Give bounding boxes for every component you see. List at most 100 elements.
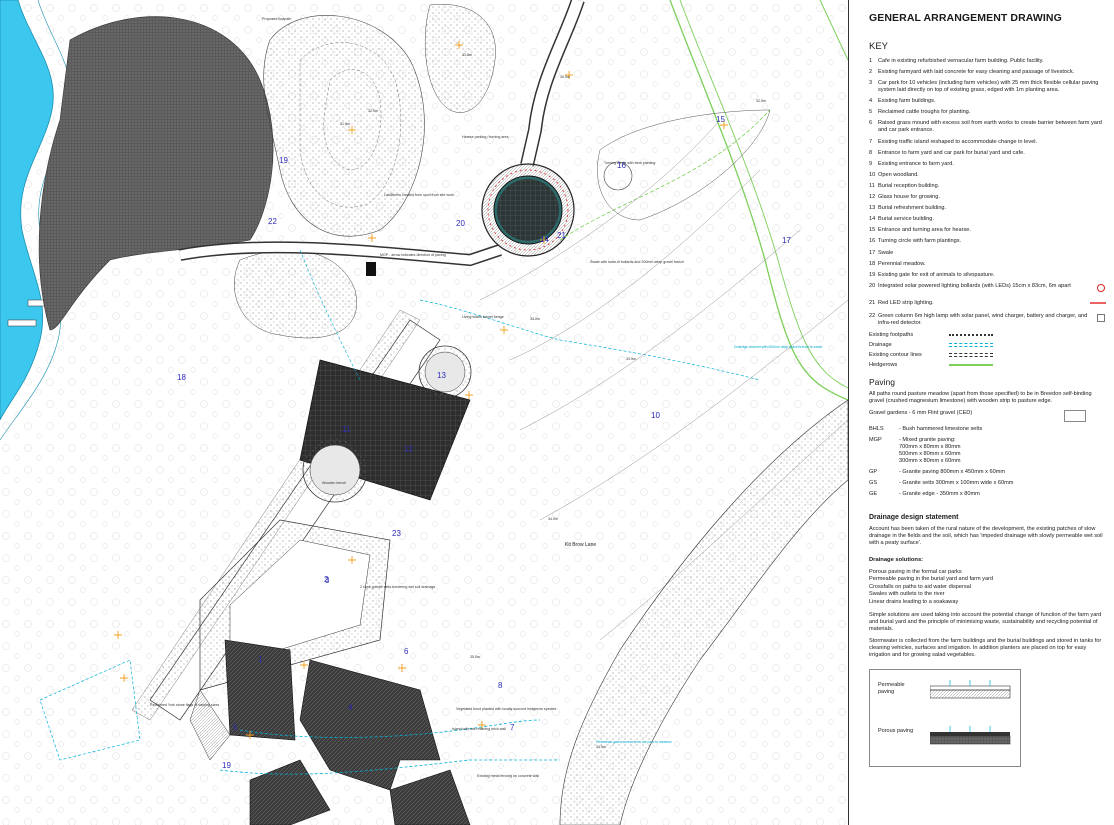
key-text: Entrance to farm yard and car park for b… (878, 149, 1025, 156)
contour-mound-north (263, 15, 425, 237)
key-text: Raised grass mound with excess soil from… (878, 120, 1102, 134)
contour (539, 299, 848, 521)
area-number-4: 4 (348, 703, 353, 712)
key-number: 6 (869, 120, 873, 127)
note-mgp-note: MGP - arrow indicates direction of pavin… (380, 253, 446, 257)
area-number-16: 16 (617, 161, 626, 170)
level-label: 33.0m (530, 317, 540, 321)
area-number-2: 2 (324, 575, 329, 584)
drainage-west (299, 249, 361, 381)
note-wooden-bench: Wooden bench (322, 481, 346, 485)
key-number: 10 (869, 171, 876, 178)
key-item-6: 6 Raised grass mound with excess soil fro… (869, 120, 1106, 134)
paving-text: - Granite paving 800mm x 450mm x 60mm (899, 468, 1006, 475)
key-number: 21 (869, 299, 876, 306)
drainage-swatch (949, 343, 993, 348)
key-text: Perennial meadow. (878, 260, 926, 267)
area-number-20: 20 (456, 219, 465, 228)
paving-code: MGP (869, 436, 882, 443)
level-label: 35.0m (470, 655, 480, 659)
key-text: Turning circle with farm plantings. (878, 238, 962, 245)
level-label: 31.0m (340, 122, 350, 126)
area-number-10: 10 (651, 411, 660, 420)
drainage-intro: Account has been taken of the rural natu… (869, 525, 1103, 546)
path-west-inner (179, 242, 502, 265)
paving-code: GP (869, 468, 878, 475)
red-strip-symbol-icon (1090, 300, 1106, 309)
area-number-5: 5 (233, 723, 238, 732)
legend-footpaths: Existing footpaths (869, 332, 1106, 339)
level-label: 30.5m (560, 75, 570, 79)
paving-text: - Granite setts 300mm x 100mm wide x 60m… (899, 479, 1014, 486)
area-number-8: 8 (498, 681, 503, 690)
area-number-7: 7 (510, 723, 515, 732)
hedgerow (819, 0, 848, 61)
drainage-farm (219, 759, 560, 775)
drainage-farm (239, 719, 541, 738)
note-island: Island with low retaining brick wall (452, 727, 506, 731)
solution-item: Porous paving in the formal car parks (869, 568, 962, 575)
key-number: 9 (869, 160, 873, 167)
legend-hedgerows: Hedgerows (869, 362, 1106, 369)
contour-line (323, 69, 382, 171)
key-number: 15 (869, 227, 876, 234)
paving-item: GP - Granite paving 800mm x 450mm x 60mm (869, 469, 1106, 476)
road-label: Kit Brow Lane (565, 542, 596, 548)
area-number-12: 12 (404, 445, 413, 454)
path-curved-inner (521, 0, 584, 167)
level-label: 32.0m (368, 109, 378, 113)
drainage-para-2: Simple solutions are used taking into ac… (869, 611, 1102, 632)
car-park-inner (229, 539, 371, 666)
river (0, 0, 54, 421)
key-text: Swale (878, 249, 894, 256)
level-label: 33.5m (626, 357, 636, 361)
gravel-swatch (1064, 409, 1086, 422)
legend-label: Hedgerows (869, 361, 898, 368)
level-labels: 30.5m31.0m31.5m32.0m32.5m33.0m33.5m34.0m… (340, 53, 766, 749)
note-gate-note: Pedestrian gated access from car park to… (596, 740, 672, 744)
paving-text: - Granite edge - 350mm x 80mm (899, 490, 980, 497)
key-text: Entrance and turning area for hearse. (878, 227, 971, 234)
swale (559, 109, 771, 241)
lamp-markers (114, 41, 728, 739)
paving-item: MGP- Mixed granite paving: 700mm x 80mm … (869, 437, 1106, 465)
key-number: 12 (869, 194, 876, 201)
farm-building (249, 759, 331, 825)
note-hearse: Hearse parking / turning area (462, 135, 509, 139)
paving-item: GS- Granite setts 300mm x 100mm wide x 6… (869, 480, 1106, 487)
paving-code: GE (869, 490, 878, 497)
key-text: Red LED strip lighting. (878, 299, 934, 306)
key-text: Existing gate for exit of animals to sil… (878, 271, 995, 278)
turning-circle-grid (497, 179, 559, 241)
key-text: Integrated solar powered lighting bollar… (878, 282, 1071, 289)
legend-contours: Existing contour lines (869, 352, 1106, 359)
line-legend: Existing footpaths Drainage Existing con… (869, 332, 1106, 369)
solutions-heading: Drainage solutions: (869, 556, 924, 563)
note-kerb-note: Existing metal fencing on concrete wall (477, 774, 539, 778)
key-number: 1 (869, 58, 873, 64)
service-court-inner (309, 444, 361, 496)
key-number: 7 (869, 138, 873, 145)
bollard-symbol-icon (1090, 283, 1106, 296)
key-text: Existing entrance to farm yard. (878, 160, 954, 167)
note-vegetated-bund: Vegetated bund planted with locally sour… (456, 707, 556, 711)
area-number-11: 11 (342, 425, 351, 434)
paving-text: Gravel gardens - 6 mm Flint gravel (CED) (869, 409, 973, 416)
turning-island (603, 161, 633, 191)
red-led-ring (487, 169, 569, 251)
key-number: 19 (869, 271, 876, 278)
key-text: Burial service building. (878, 216, 934, 223)
note-living-willow: Living willow tunnel hedge (462, 315, 504, 319)
